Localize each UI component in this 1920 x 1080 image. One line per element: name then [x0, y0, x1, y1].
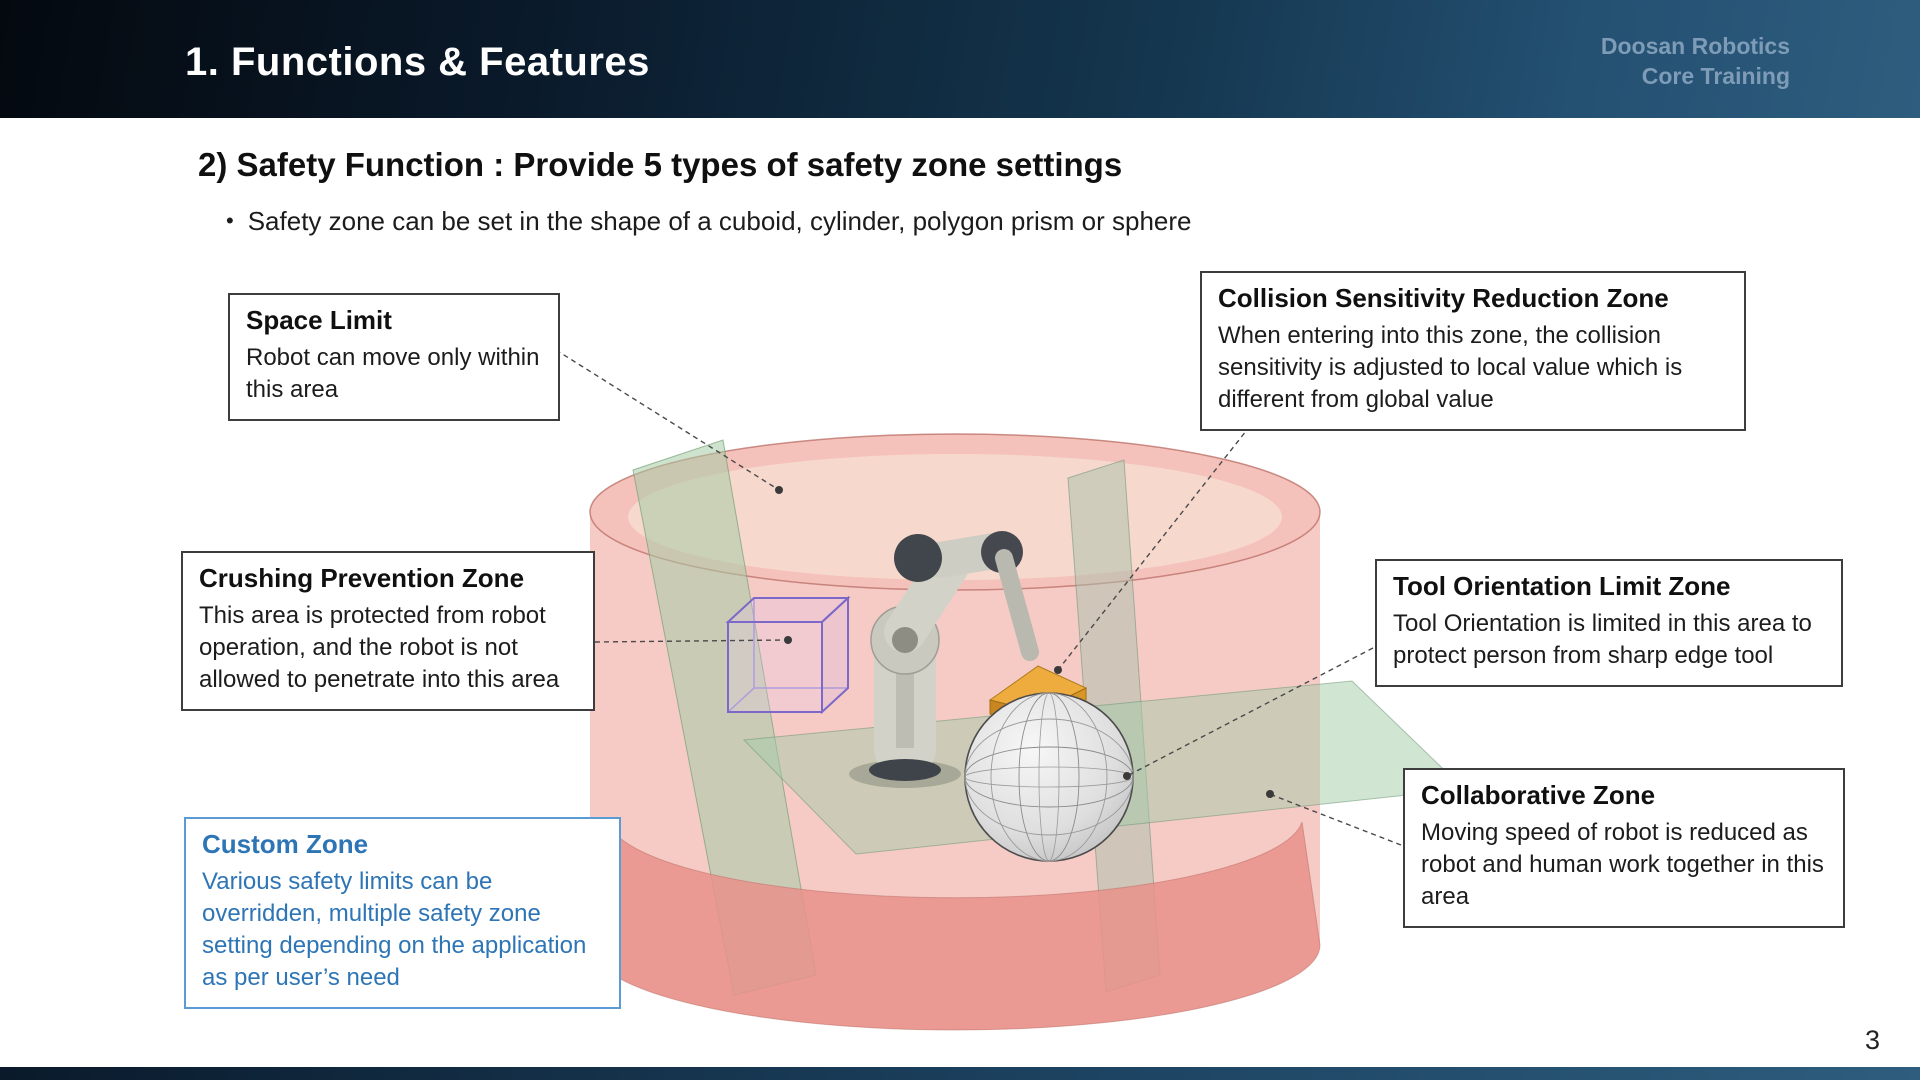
callout-collision-body: When entering into this zone, the collis…	[1218, 322, 1683, 413]
brand-line-1: Doosan Robotics	[1600, 33, 1790, 60]
slide-header: 1. Functions & Features Doosan Robotics …	[0, 0, 1920, 118]
callout-space-limit: Space Limit Robot can move only within t…	[228, 293, 560, 421]
tool-wedge	[988, 665, 1088, 728]
callout-custom-zone: Custom Zone Various safety limits can be…	[184, 817, 621, 1009]
callout-collision-title: Collision Sensitivity Reduction Zone	[1218, 283, 1669, 313]
connector-dots	[775, 486, 1274, 798]
bullet-text: Safety zone can be set in the shape of a…	[247, 206, 1192, 236]
page-title: 1. Functions & Features	[185, 39, 650, 84]
left-safety-plane	[632, 439, 817, 996]
cylinder-front-wall	[589, 821, 1321, 1031]
callout-crushing-title: Crushing Prevention Zone	[199, 563, 525, 593]
callout-collab-title: Collaborative Zone	[1421, 780, 1656, 810]
callout-space-limit-title: Space Limit	[246, 305, 392, 335]
callout-tool-title: Tool Orientation Limit Zone	[1393, 571, 1731, 601]
crushing-prevention-cube	[725, 595, 851, 715]
callout-tool-body: Tool Orientation is limited in this area…	[1393, 610, 1812, 669]
callout-tool-orientation: Tool Orientation Limit Zone Tool Orienta…	[1375, 559, 1843, 687]
callout-space-limit-body: Robot can move only within this area	[246, 344, 540, 403]
bullet-item: • Safety zone can be set in the shape of …	[226, 206, 1192, 237]
section-title: 2) Safety Function : Provide 5 types of …	[198, 146, 1123, 183]
robot-arm	[849, 531, 1039, 788]
brand-line-2: Core Training	[1641, 63, 1790, 89]
callout-crushing-body: This area is protected from robot operat…	[199, 602, 560, 693]
callout-collab-body: Moving speed of robot is reduced as robo…	[1421, 819, 1824, 910]
collaborative-zone-plane	[742, 680, 1466, 855]
callout-crushing-prevention: Crushing Prevention Zone This area is pr…	[181, 551, 595, 711]
brand-label: Doosan Robotics Core Training	[1601, 32, 1790, 92]
bullet-icon: •	[226, 208, 234, 233]
callout-custom-body: Various safety limits can be overridden,…	[202, 868, 587, 991]
page-number: 3	[1864, 1025, 1880, 1055]
footer-strip	[0, 1067, 1920, 1080]
center-safety-plane	[1067, 459, 1161, 993]
space-limit-cylinder	[589, 433, 1321, 1030]
callout-collision-sensitivity: Collision Sensitivity Reduction Zone Whe…	[1200, 271, 1746, 431]
callout-custom-title: Custom Zone	[202, 829, 369, 859]
wireframe-sphere	[964, 692, 1134, 862]
callout-collaborative-zone: Collaborative Zone Moving speed of robot…	[1403, 768, 1845, 928]
